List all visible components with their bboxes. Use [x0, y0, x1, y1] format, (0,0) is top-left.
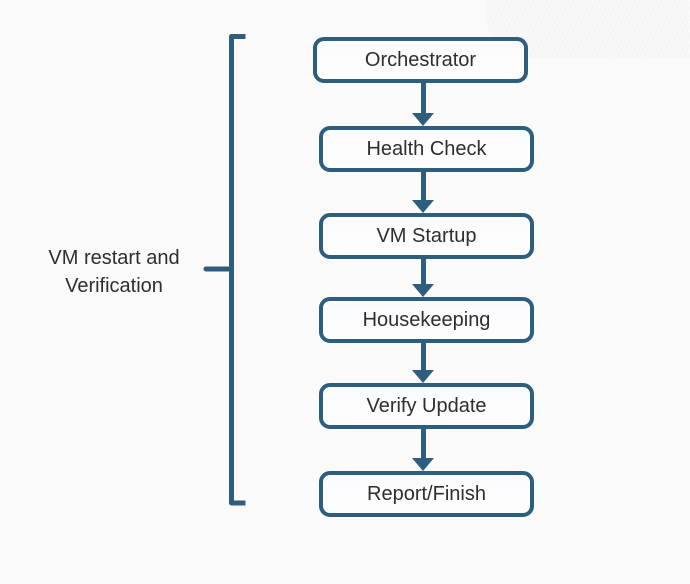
- arrow-head-icon: [412, 200, 434, 213]
- flow-node-label: Report/Finish: [367, 482, 486, 505]
- flow-node-housekeeping: Housekeeping: [319, 297, 534, 343]
- flow-node-report-finish: Report/Finish: [319, 471, 534, 517]
- flow-node-vm-startup: VM Startup: [319, 213, 534, 259]
- flow-arrow: [412, 343, 434, 383]
- bracket-label: VM restart and Verification: [48, 247, 180, 297]
- arrow-head-icon: [412, 113, 434, 126]
- flow-node-health-check: Health Check: [319, 126, 534, 172]
- flow-node-orchestrator: Orchestrator: [313, 37, 528, 83]
- flow-node-label: Verify Update: [366, 394, 487, 417]
- flow-arrow: [412, 83, 434, 126]
- flow-node-label: Health Check: [366, 137, 487, 160]
- flow-node-label: Orchestrator: [364, 48, 477, 71]
- flow-node-label: Housekeeping: [362, 308, 491, 331]
- arrow-line: [420, 259, 426, 284]
- flow-arrow: [412, 172, 434, 213]
- arrow-head-icon: [412, 458, 434, 471]
- arrow-head-icon: [412, 284, 434, 297]
- flow-arrow: [412, 259, 434, 297]
- flow-node-verify-update: Verify Update: [319, 383, 534, 429]
- arrow-line: [420, 172, 426, 200]
- flow-arrow: [412, 429, 434, 471]
- arrow-line: [420, 429, 426, 458]
- arrow-line: [420, 343, 426, 370]
- arrow-head-icon: [412, 370, 434, 383]
- arrow-line: [420, 83, 426, 113]
- flow-node-label: VM Startup: [376, 224, 477, 247]
